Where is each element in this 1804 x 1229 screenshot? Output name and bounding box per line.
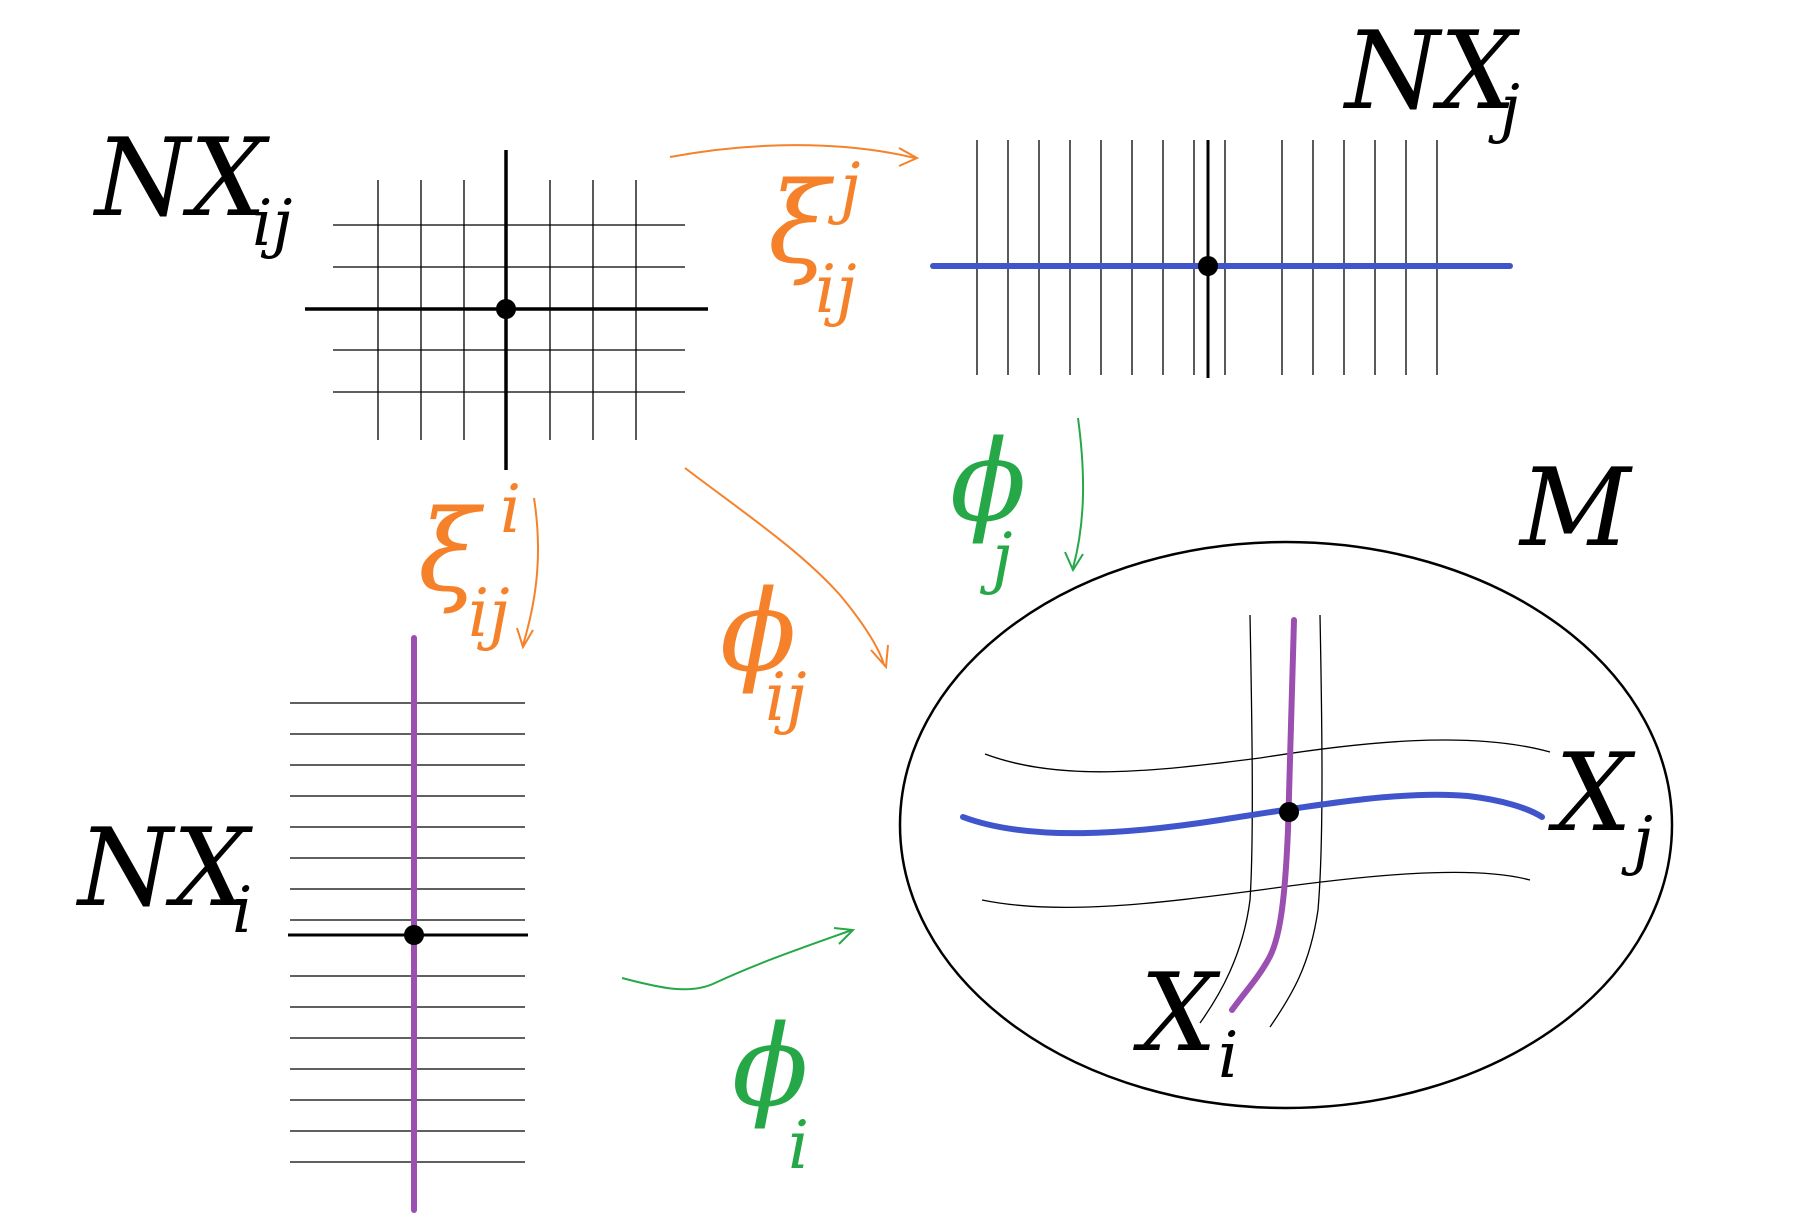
label-xi-ij-i: ξ i ij bbox=[418, 471, 521, 652]
nx-j-fibers bbox=[976, 140, 1438, 375]
svg-text:NX: NX bbox=[92, 116, 271, 241]
arrow-phi-ij bbox=[684, 467, 885, 666]
label-phi-j: ϕ j bbox=[950, 417, 1026, 596]
svg-text:ξ: ξ bbox=[418, 487, 485, 617]
label-nx-i: NX i bbox=[75, 806, 254, 948]
svg-text:X: X bbox=[1548, 731, 1636, 856]
svg-text:ϕ: ϕ bbox=[732, 1002, 808, 1132]
label-nx-j: NX j bbox=[1342, 9, 1521, 146]
submanifold-x-i bbox=[1229, 617, 1297, 1013]
svg-text:NX: NX bbox=[75, 806, 254, 931]
intersection-point bbox=[1279, 802, 1299, 822]
svg-text:ξ: ξ bbox=[768, 159, 835, 289]
svg-text:ij: ij bbox=[252, 187, 292, 261]
nx-i-origin-point bbox=[404, 925, 424, 945]
label-nx-ij: NX ij bbox=[92, 116, 292, 261]
svg-text:i: i bbox=[500, 471, 521, 548]
svg-text:i: i bbox=[788, 1107, 809, 1184]
svg-text:ij: ij bbox=[765, 659, 807, 736]
svg-text:ϕ: ϕ bbox=[720, 567, 796, 697]
svg-text:ϕ: ϕ bbox=[950, 417, 1026, 547]
svg-text:NX: NX bbox=[1342, 9, 1521, 134]
svg-text:i: i bbox=[1218, 1019, 1238, 1093]
svg-text:ij: ij bbox=[468, 575, 510, 652]
svg-text:ij: ij bbox=[815, 251, 857, 328]
manifold-m bbox=[898, 540, 1674, 1110]
label-phi-i: ϕ i bbox=[732, 1002, 809, 1184]
label-x-i: X i bbox=[1133, 951, 1238, 1093]
svg-text:M: M bbox=[1518, 446, 1633, 571]
svg-text:i: i bbox=[232, 874, 252, 948]
svg-text:j: j bbox=[827, 149, 860, 226]
arrow-phi-i bbox=[621, 929, 853, 991]
arrow-phi-j bbox=[1072, 417, 1085, 569]
label-x-j: X j bbox=[1548, 731, 1653, 878]
label-phi-ij: ϕ ij bbox=[720, 567, 807, 736]
label-m: M bbox=[1518, 446, 1633, 571]
svg-text:X: X bbox=[1133, 951, 1221, 1076]
tubular-neighborhood-lines bbox=[981, 614, 1551, 1028]
nx-j-origin-point bbox=[1198, 256, 1218, 276]
arrow-xi-ij-i bbox=[522, 497, 540, 646]
arrow-xi-ij-j bbox=[669, 144, 916, 159]
nx-i-fibers bbox=[290, 702, 525, 1163]
label-xi-ij-j: ξ j ij bbox=[768, 149, 860, 328]
nx-ij-origin-point bbox=[496, 299, 516, 319]
